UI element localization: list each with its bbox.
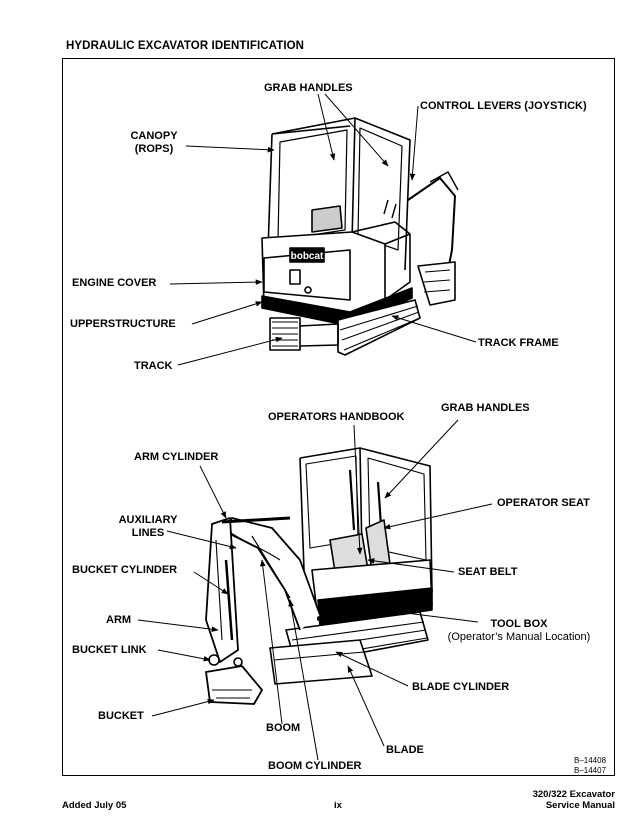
label-arm-cylinder: ARM CYLINDER: [134, 451, 219, 463]
top-excavator-drawing: bobcat: [261, 117, 459, 356]
label-tool-box: TOOL BOX (Operator’s Manual Location): [430, 618, 608, 644]
footer-right-line2: Service Manual: [545, 800, 615, 811]
label-canopy: CANOPY (ROPS): [124, 130, 184, 156]
label-control-levers: CONTROL LEVERS (JOYSTICK): [420, 100, 587, 112]
label-blade: BLADE: [386, 744, 424, 756]
label-track-frame: TRACK FRAME: [478, 337, 559, 349]
label-upperstructure: UPPERSTRUCTURE: [70, 318, 176, 330]
figure-frame: [62, 58, 615, 776]
label-seat-belt: SEAT BELT: [458, 566, 518, 578]
label-auxiliary-line1: AUXILIARY: [118, 514, 178, 526]
label-bucket: BUCKET: [98, 710, 144, 722]
label-operators-handbook: OPERATORS HANDBOOK: [268, 411, 405, 423]
label-grab-handles-bottom: GRAB HANDLES: [441, 402, 530, 414]
label-tool-box-line2: (Operator’s Manual Location): [447, 631, 591, 643]
label-grab-handles-top: GRAB HANDLES: [264, 82, 353, 94]
label-canopy-line2: (ROPS): [134, 143, 174, 155]
bottom-excavator-drawing: [205, 447, 433, 705]
label-bucket-link: BUCKET LINK: [72, 644, 147, 656]
label-track: TRACK: [134, 360, 173, 372]
page-title: HYDRAULIC EXCAVATOR IDENTIFICATION: [66, 40, 305, 52]
label-engine-cover: ENGINE COVER: [72, 277, 157, 289]
footer-right-line1: 320/322 Excavator: [532, 789, 615, 800]
footer-left: Added July 05: [62, 800, 127, 811]
label-auxiliary-line2: LINES: [131, 527, 165, 539]
label-blade-cylinder: BLADE CYLINDER: [412, 681, 510, 693]
footer-page-number: ix: [334, 800, 342, 811]
label-operator-seat: OPERATOR SEAT: [497, 497, 590, 509]
svg-text:bobcat: bobcat: [291, 251, 324, 262]
label-auxiliary-lines: AUXILIARY LINES: [108, 514, 188, 540]
label-arm: ARM: [106, 614, 132, 626]
label-canopy-line1: CANOPY: [130, 130, 178, 142]
figure-ref-2: B–14407: [574, 766, 607, 775]
label-tool-box-line1: TOOL BOX: [490, 618, 548, 630]
label-bucket-cylinder: BUCKET CYLINDER: [72, 564, 178, 576]
label-boom: BOOM: [266, 722, 301, 734]
leader-arrows: [137, 93, 493, 761]
footer-right: 320/322 Excavator Service Manual: [480, 789, 615, 811]
label-boom-cylinder: BOOM CYLINDER: [268, 760, 362, 772]
figure-ref-1: B–14408: [574, 756, 607, 765]
